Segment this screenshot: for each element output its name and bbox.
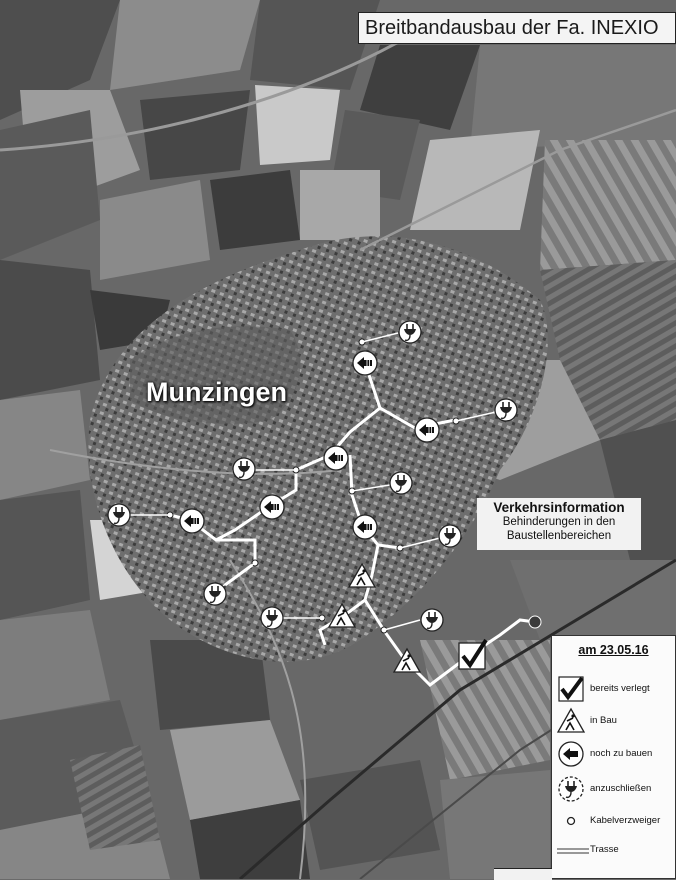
- traffic-info-box: Verkehrsinformation Behinderungen in den…: [477, 498, 641, 550]
- arrow-left-icon: [259, 494, 285, 520]
- plug-icon: [389, 471, 413, 495]
- plug-icon: [494, 398, 518, 422]
- traffic-info-line2: Baustellenbereichen: [506, 530, 612, 542]
- legend-label: bereits verlegt: [590, 683, 650, 694]
- construction-sign-icon: [556, 707, 586, 733]
- checkmark-icon: [458, 638, 488, 670]
- arrow-left-icon: [179, 508, 205, 534]
- arrow-left-icon: [323, 445, 349, 471]
- bottom-box: [494, 868, 552, 880]
- plug-icon: [260, 606, 284, 630]
- legend-label: Kabelverzweiger: [590, 815, 661, 826]
- legend-item-in-bau: in Bau: [552, 706, 676, 736]
- legend-label: noch zu bauen: [590, 748, 653, 759]
- legend-date: am 23.05.16: [578, 643, 649, 657]
- circle-icon: [566, 816, 576, 826]
- traffic-info-title: Verkehrsinformation: [493, 500, 625, 515]
- map-legend: am 23.05.16 bereits verlegt in Bau noch …: [551, 635, 676, 879]
- plug-icon: [203, 582, 227, 606]
- legend-item-noch-zu-bauen: noch zu bauen: [552, 739, 676, 769]
- legend-label: anzuschließen: [590, 783, 652, 794]
- town-label: Munzingen: [146, 377, 287, 407]
- traffic-info-line1: Behinderungen in den: [502, 516, 616, 528]
- legend-item-trasse: Trasse: [552, 835, 676, 865]
- plug-icon: [558, 776, 584, 802]
- legend-item-verlegt: bereits verlegt: [552, 674, 676, 704]
- checkmark-icon: [558, 676, 584, 702]
- legend-item-kabelverzweiger: Kabelverzweiger: [552, 806, 676, 836]
- plug-icon: [232, 457, 256, 481]
- plug-icon: [398, 320, 422, 344]
- arrow-left-icon: [352, 350, 378, 376]
- legend-label: Trasse: [590, 844, 619, 855]
- plug-icon: [438, 524, 462, 548]
- arrow-left-icon: [414, 417, 440, 443]
- arrow-left-icon: [352, 514, 378, 540]
- legend-item-anzuschliessen: anzuschließen: [552, 774, 676, 804]
- plug-icon: [107, 503, 131, 527]
- plug-icon: [420, 608, 444, 632]
- legend-label: in Bau: [590, 715, 617, 726]
- map-title: Breitbandausbau der Fa. INEXIO: [358, 12, 676, 44]
- double-line-icon: [557, 848, 589, 854]
- arrow-left-icon: [558, 741, 584, 767]
